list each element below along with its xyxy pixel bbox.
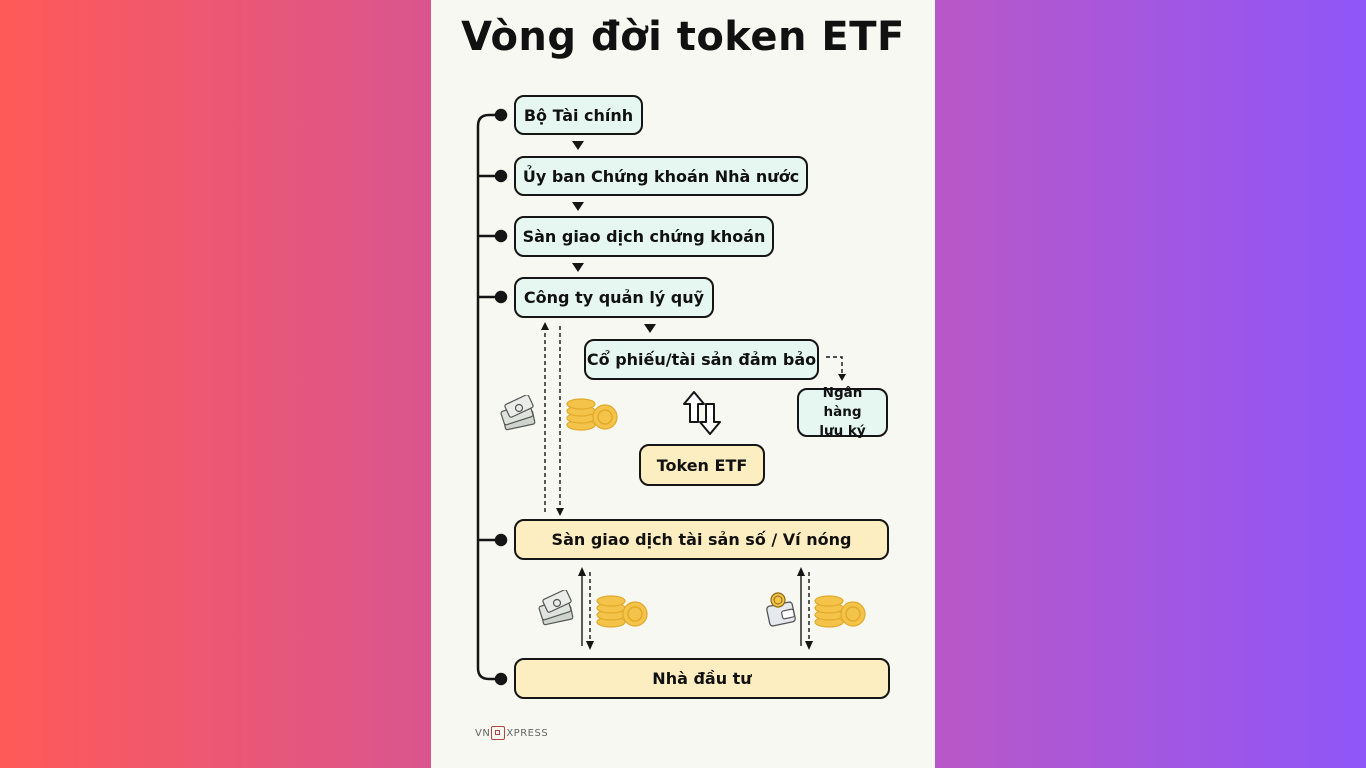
- gold-coins-icon: [596, 595, 648, 628]
- node-stock-exchange: Sàn giao dịch chứng khoán: [514, 216, 774, 257]
- cash-stack-icon: [500, 395, 536, 431]
- page-title: Vòng đời token ETF: [461, 14, 905, 60]
- node-collateral-assets: Cổ phiếu/tài sản đảm bảo: [584, 339, 819, 380]
- vnexpress-logo: VN XPRESS: [475, 726, 548, 740]
- gold-coins-icon: [814, 595, 866, 628]
- node-token-etf: Token ETF: [639, 444, 765, 486]
- gold-coins-icon: [566, 398, 618, 431]
- fund-exchange-arrows: [544, 326, 561, 512]
- timeline-dots: [478, 108, 508, 686]
- timeline-spine: [476, 113, 490, 681]
- node-digital-asset-exchange: Sàn giao dịch tài sản số / Ví nóng: [514, 519, 889, 560]
- infographic-card: Vòng đời token ETF: [431, 0, 935, 768]
- cash-stack-icon: [538, 590, 574, 626]
- logo-mark-icon: [491, 726, 506, 740]
- custodian-arrow: [826, 356, 843, 375]
- node-custodian-bank: Ngân hàng lưu ký: [797, 385, 888, 439]
- wallet-icon: [766, 592, 796, 627]
- custodian-line-2: lưu ký: [819, 423, 866, 439]
- flow-triangles: [572, 141, 656, 333]
- node-securities-commission: Ủy ban Chứng khoán Nhà nước: [514, 156, 808, 196]
- node-ministry-of-finance: Bộ Tài chính: [514, 95, 643, 135]
- logo-text-left: VN: [475, 727, 491, 739]
- node-investor: Nhà đầu tư: [514, 658, 890, 699]
- node-fund-manager: Công ty quản lý quỹ: [514, 277, 714, 318]
- custodian-line-1: Ngân hàng: [822, 385, 863, 420]
- connector-lines: [476, 108, 846, 686]
- swap-arrows-icon: [683, 391, 721, 435]
- logo-text-right: XPRESS: [506, 727, 549, 739]
